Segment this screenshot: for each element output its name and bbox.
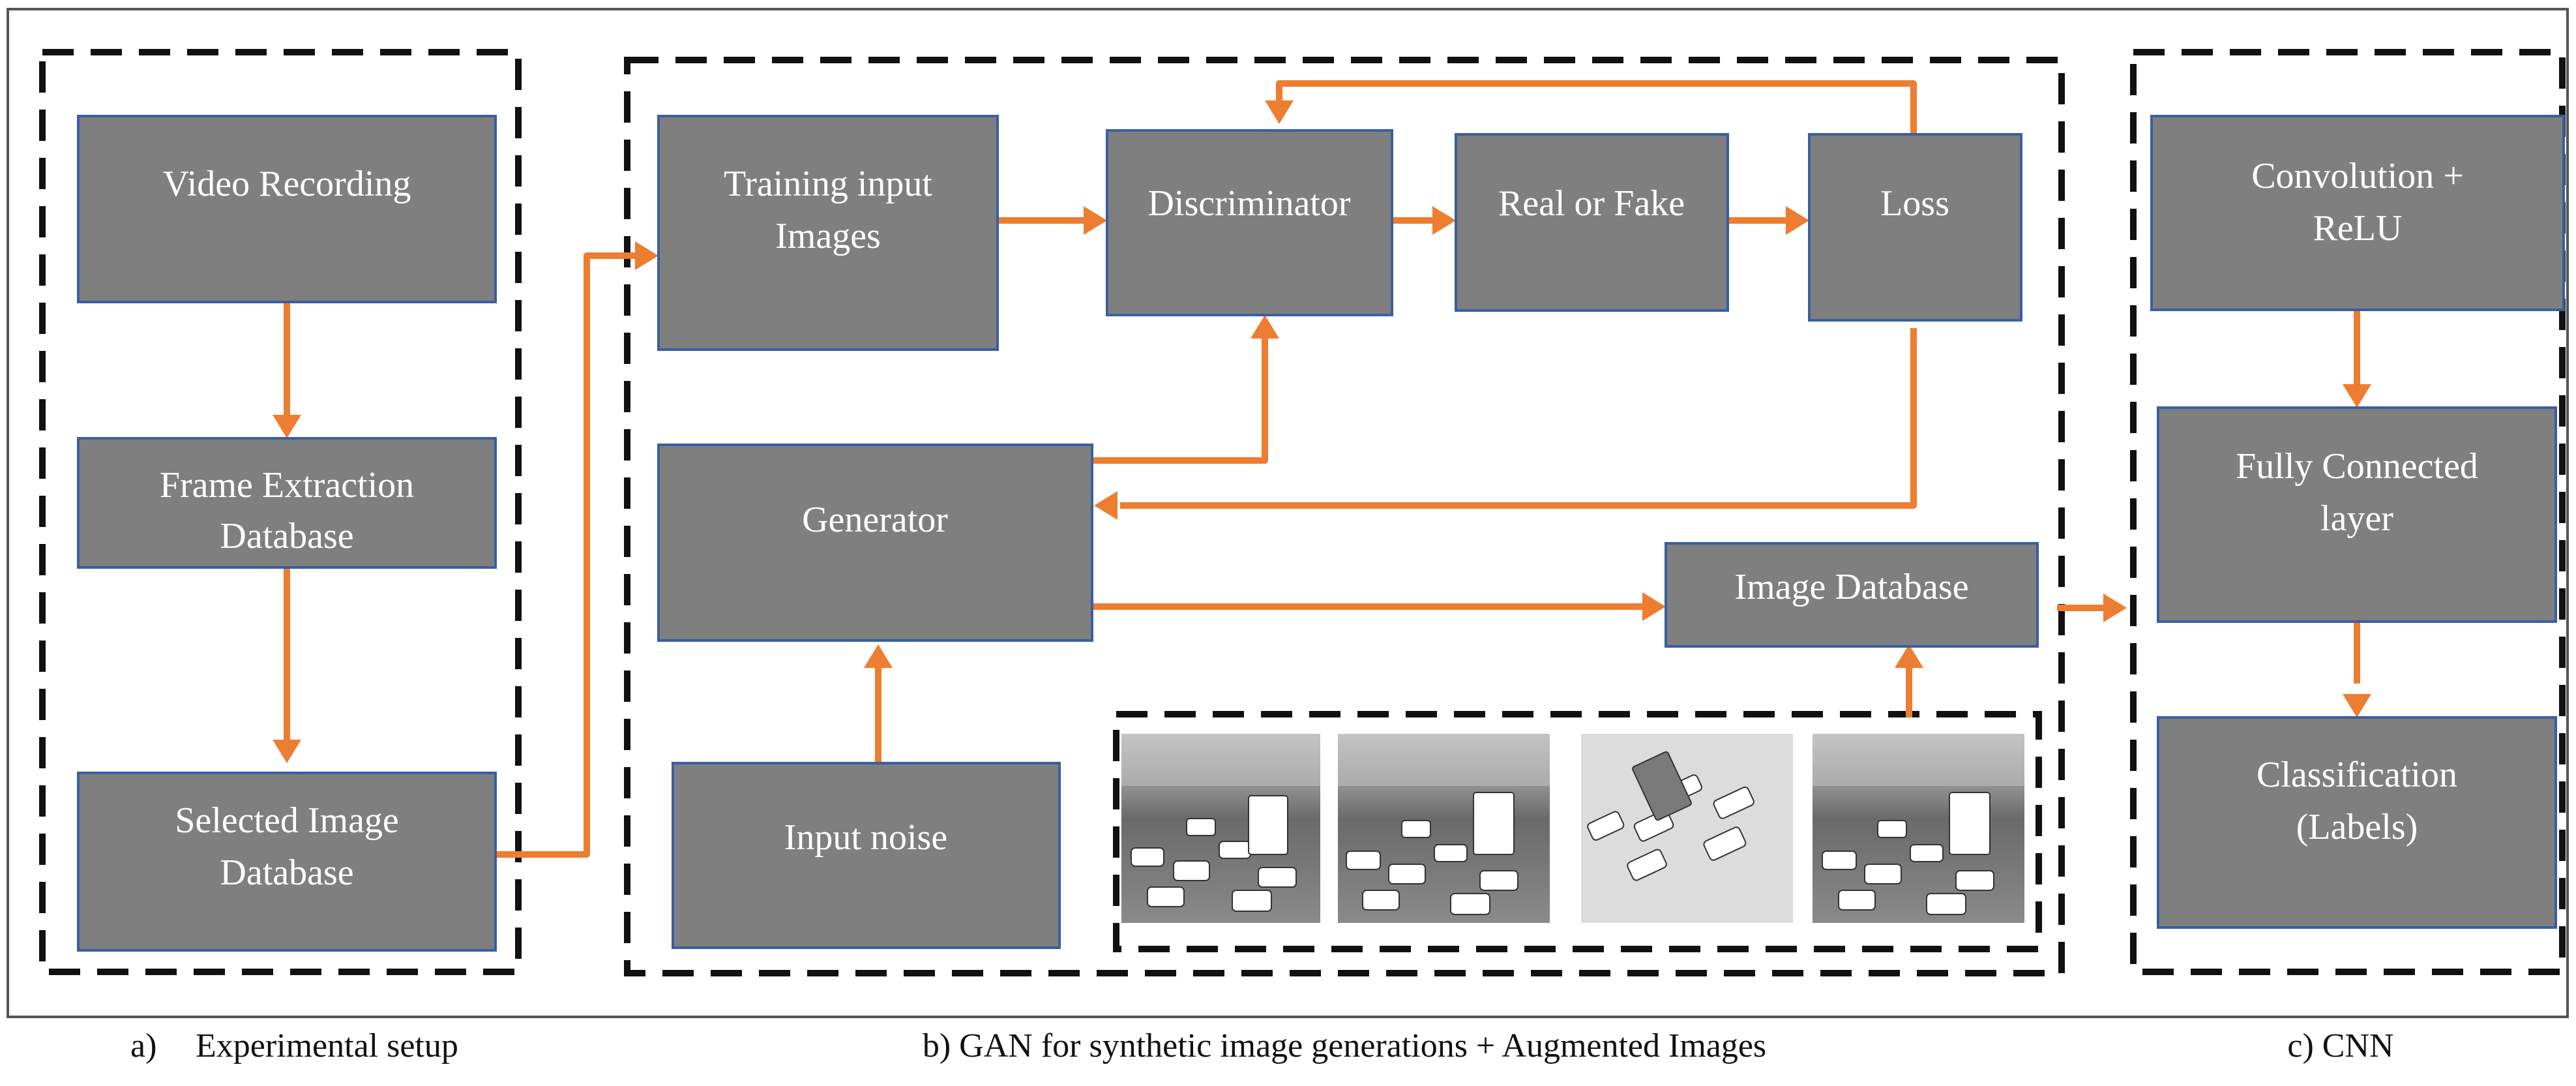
box-label-line: Selected Image <box>175 800 399 841</box>
box-label-line: Frame Extraction <box>160 465 414 505</box>
box-label-line: Discriminator <box>1147 183 1350 224</box>
box-frame-extraction-database: Frame Extraction Database <box>77 437 497 569</box>
caption-panel-b: b) GAN for synthetic image generations +… <box>923 1027 1766 1064</box>
traffic-image-thumbnail <box>1581 734 1793 923</box>
box-classification-labels: Classification (Labels) <box>2157 716 2557 929</box>
box-label-line: Database <box>220 516 353 556</box>
box-training-input-images: Training input Images <box>657 115 999 351</box>
box-label-line: (Labels) <box>2296 807 2418 847</box>
arrow-loss-feedback-generator <box>1120 328 1917 509</box>
arrow-selected-to-training <box>496 252 638 858</box>
caption-panel-a-letter: a) <box>130 1027 156 1064</box>
box-convolution-relu: Convolution + ReLU <box>2150 115 2565 311</box>
arrowhead-right <box>1084 206 1107 235</box>
arrowhead-right <box>1786 206 1809 235</box>
box-label-line: Loss <box>1880 183 1949 224</box>
panel-gan <box>624 57 2065 976</box>
box-video-recording: Video Recording <box>77 115 497 303</box>
box-label-line: Image Database <box>1734 567 1968 607</box>
arrow-generator-to-discriminator <box>1092 335 1268 464</box>
box-label-line: Convolution + <box>2251 156 2464 196</box>
arrowheads <box>273 100 2371 763</box>
arrow-loss-feedback-discriminator <box>1276 80 1917 134</box>
box-label-line: Fully Connected <box>2236 446 2478 487</box>
box-image-database: Image Database <box>1665 542 2039 648</box>
box-label-line: layer <box>2320 498 2393 539</box>
panel-experimental-setup <box>39 49 522 975</box>
box-generator: Generator <box>657 444 1093 642</box>
caption-panel-a: Experimental setup <box>196 1027 458 1064</box>
caption-panel-c: c) CNN <box>2287 1027 2393 1064</box>
panel-cnn <box>2130 49 2566 975</box>
arrowhead-right <box>1432 206 1456 235</box>
panel-augmented-images <box>1113 711 2042 952</box>
arrowhead-down <box>2343 384 2371 408</box>
box-label-line: Generator <box>802 500 948 540</box>
box-input-noise: Input noise <box>672 762 1061 949</box>
box-loss: Loss <box>1808 133 2022 322</box>
augmented-image-thumbnails <box>1121 734 2024 923</box>
box-selected-image-database: Selected Image Database <box>77 772 497 952</box>
box-label-line: Images <box>775 216 881 256</box>
box-label-line: Classification <box>2257 755 2457 795</box>
arrowhead-down <box>1265 100 1294 124</box>
box-real-or-fake: Real or Fake <box>1455 133 1729 312</box>
arrowhead-right <box>635 241 659 270</box>
arrowhead-up <box>1895 644 1923 668</box>
box-label-line: Training input <box>724 164 932 204</box>
box-label-line: Input noise <box>784 817 947 858</box>
arrows <box>284 80 2360 858</box>
arrowhead-right <box>1642 592 1666 621</box>
outer-frame <box>7 8 2569 1018</box>
box-fully-connected-layer: Fully Connected layer <box>2157 406 2557 623</box>
box-label-line: Real or Fake <box>1498 183 1685 224</box>
arrowhead-down <box>273 740 301 763</box>
arrowhead-down <box>273 415 301 438</box>
box-label-line: ReLU <box>2313 208 2403 249</box>
traffic-image-thumbnail <box>1121 734 1320 923</box>
box-discriminator: Discriminator <box>1106 129 1393 316</box>
arrowhead-up <box>864 644 893 668</box>
arrowhead-right <box>2103 594 2127 622</box>
arrowhead-down <box>2343 694 2371 717</box>
box-label-line: Database <box>220 852 353 893</box>
traffic-image-thumbnail <box>1813 734 2024 923</box>
traffic-image-thumbnail <box>1338 734 1550 923</box>
arrowhead-up <box>1251 315 1279 339</box>
arrowhead-left <box>1094 491 1118 520</box>
box-label-line: Video Recording <box>163 164 411 204</box>
